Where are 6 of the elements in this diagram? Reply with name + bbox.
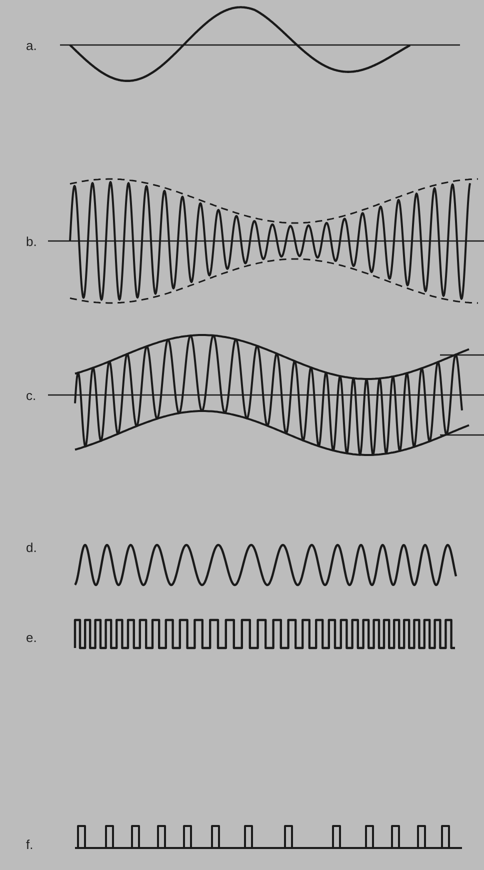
panel-letter: b. (26, 234, 37, 250)
panel-letter: c. (26, 388, 36, 404)
panel-letter: e. (26, 630, 37, 646)
panel-letter: f. (26, 837, 34, 853)
panel-letter: d. (26, 540, 37, 556)
panel-letter: a. (26, 38, 37, 54)
